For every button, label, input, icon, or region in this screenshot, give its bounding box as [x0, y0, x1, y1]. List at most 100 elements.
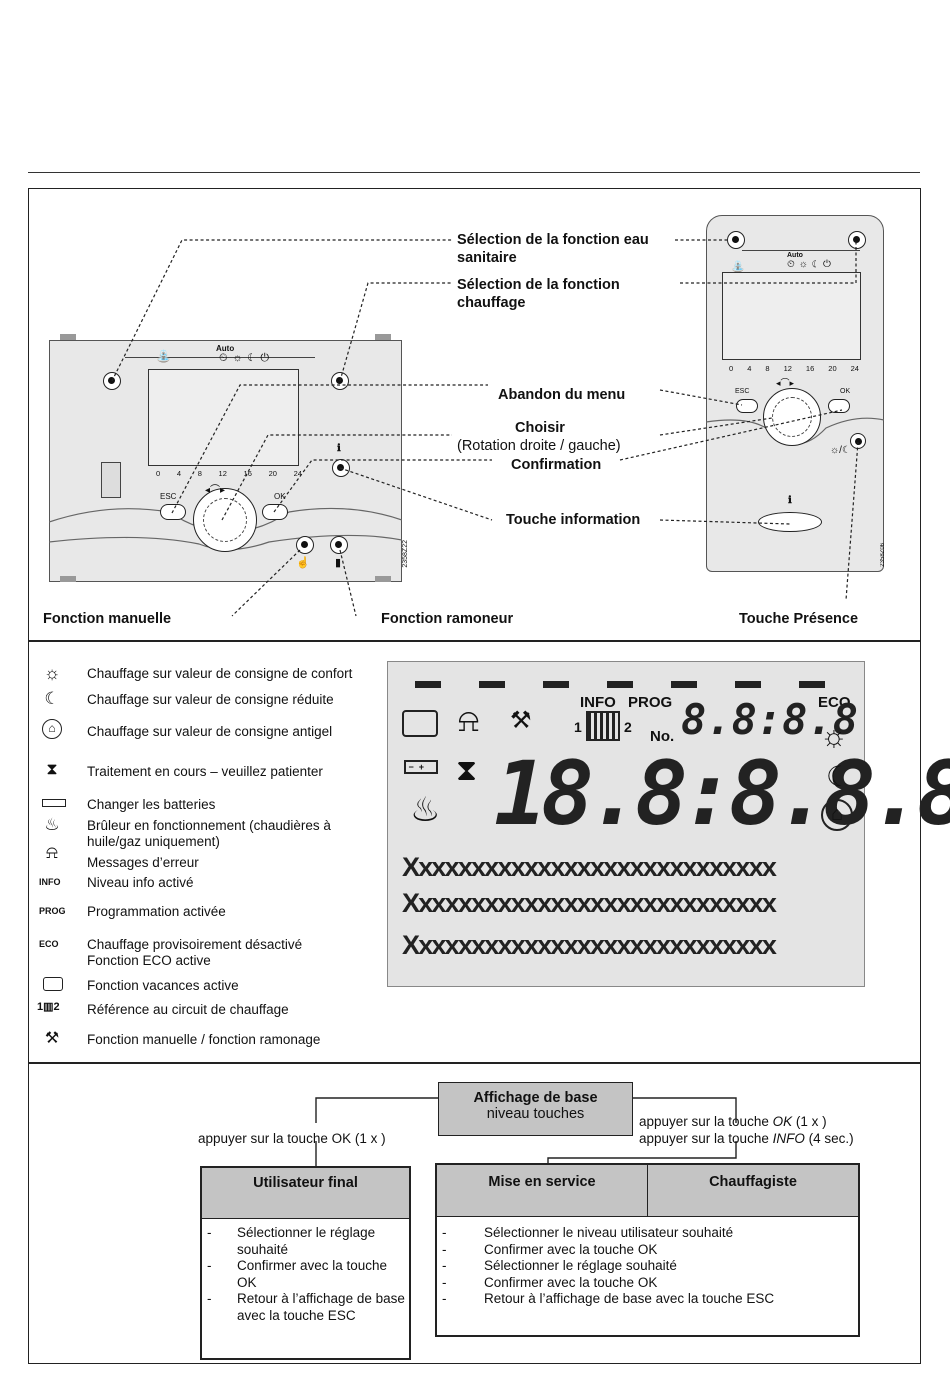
commissioning-title: Mise en service	[437, 1165, 648, 1217]
segment-bar	[671, 681, 697, 688]
lcd-prog: PROG	[628, 694, 673, 711]
list-dash: -	[442, 1291, 447, 1306]
sun-moon-icon: ☼/☾	[830, 445, 851, 456]
hint-text: appuyer sur la touche	[639, 1131, 773, 1146]
segment-bar	[735, 681, 761, 688]
end-user-box: Utilisateur final - Sélectionner le régl…	[200, 1166, 411, 1360]
legend-text: Référence au circuit de chauffage	[87, 1002, 289, 1017]
callout-presence: Touche Présence	[739, 611, 859, 627]
mode-rule-right	[742, 250, 860, 251]
professional-box: Mise en service Chauffagiste - Sélectionn…	[435, 1163, 860, 1337]
list-dash: -	[442, 1258, 447, 1273]
list-item: - Sélectionner le niveau utilisateur souh…	[442, 1225, 774, 1242]
lcd-text-row: Xxxxxxxxxxxxxxxxxxxxxxxxxxxx	[402, 930, 777, 960]
info-button-right[interactable]	[758, 512, 822, 532]
chimney-sweep-button[interactable]	[330, 536, 348, 554]
hour-tick: 24	[850, 364, 859, 373]
segment-bar	[799, 681, 825, 688]
list-dash: -	[207, 1225, 212, 1240]
list-item-text: Confirmer avec la touche OK	[484, 1274, 658, 1290]
device-tab	[375, 576, 391, 582]
hour-scale-right: 0 4 8 12 16 20 24	[729, 364, 859, 374]
legend-text: Fonction vacances active	[87, 978, 239, 993]
legend-text: Chauffage sur valeur de consigne antigel	[87, 724, 333, 739]
legend-text: Chauffage sur valeur de consigne de conf…	[87, 666, 353, 681]
list-item-text: Sélectionner le niveau utilisateur souha…	[484, 1225, 734, 1240]
heating-engineer-title: Chauffagiste	[648, 1165, 858, 1217]
legend-text: Chauffage provisoirement désactivé Fonct…	[87, 937, 303, 968]
eco-text-icon: ECO	[39, 939, 59, 949]
hour-scale: 0 4 8 12 16 20 24	[156, 469, 302, 479]
list-item-text: Confirmer avec la touche OK	[484, 1241, 658, 1257]
list-dash: -	[207, 1258, 212, 1273]
ok-hint: appuyer sur la touche OK (1 x )	[198, 1131, 386, 1146]
hour-tick: 20	[268, 469, 277, 478]
legend-text: Brûleur en fonctionnement (chaudières à …	[87, 818, 331, 849]
section-divider-1	[29, 640, 921, 642]
knob-ring-right	[772, 397, 812, 437]
list-item: Retour à l’affichage de base avec la tou…	[237, 1291, 405, 1323]
list-item-text: Sélectionner le réglage souhaité	[484, 1258, 677, 1273]
device-tab	[375, 334, 391, 340]
callout-menu-cancel: Abandon du menu	[498, 387, 626, 403]
main-digit-display: 18.8:8.8.8	[494, 742, 950, 845]
rotation-arrow-icon: ◂⌒▸	[205, 485, 226, 496]
segment-bar	[607, 681, 633, 688]
callout-choose: Choisir	[515, 420, 565, 436]
list-item: -Confirmer avec la touche OK	[442, 1242, 774, 1259]
heating-circuit-icon	[586, 711, 620, 741]
ok-button[interactable]	[262, 504, 288, 520]
dhw-button-right[interactable]	[727, 231, 745, 249]
hourglass-icon: ⧗	[46, 761, 58, 778]
hour-tick: 24	[293, 469, 302, 478]
callout-manual: Fonction manuelle	[43, 611, 172, 627]
dhw-tap-icon: ⛲	[156, 349, 171, 363]
hint-text: appuyer sur la touche	[639, 1114, 773, 1129]
hour-tick: 16	[243, 469, 252, 478]
segment-bar	[479, 681, 505, 688]
ok-button-right[interactable]	[828, 399, 850, 413]
callout-confirm: Confirmation	[511, 457, 602, 473]
device-screen-right	[722, 272, 861, 360]
legend-text: Niveau info activé	[87, 875, 194, 890]
hint-text: (4 sec.)	[804, 1131, 854, 1146]
ok-hint-right: appuyer sur la touche OK (1 x )	[639, 1113, 827, 1131]
list-item: -Retour à l’affichage de base avec la to…	[442, 1291, 774, 1308]
bell-icon: ⍾	[458, 702, 480, 738]
hourglass-icon: ⧗	[456, 754, 478, 787]
list-dash: -	[442, 1225, 447, 1240]
hour-tick: 16	[805, 364, 815, 373]
info-glyph-icon: ℹ	[337, 443, 341, 454]
info-glyph-icon-right: ℹ	[788, 495, 792, 506]
list-dash: -	[442, 1274, 447, 1290]
base-display-sub: niveau touches	[486, 1106, 585, 1122]
lcd-info: INFO	[580, 694, 616, 711]
suitcase-icon	[402, 710, 438, 737]
legend-text: Messages d’erreur	[87, 855, 199, 870]
suitcase-icon	[43, 977, 63, 991]
hour-tick: 12	[783, 364, 792, 373]
ok-label-right: OK	[840, 388, 851, 395]
antifreeze-house-icon: ⌂	[821, 799, 853, 831]
presence-button[interactable]	[850, 433, 866, 449]
lcd-display: ⍾ ⚒ INFO PROG ECO 1 2 No. 8.8:8.8 ☼ − + …	[387, 661, 950, 987]
hour-tick: 0	[729, 364, 734, 373]
esc-label-right: ESC	[735, 388, 750, 395]
end-user-title: Utilisateur final	[202, 1168, 409, 1219]
wrench-icon: ⚒	[510, 707, 532, 734]
chimney-icon: ▮	[335, 557, 342, 569]
callout-info-key: Touche information	[506, 512, 641, 528]
auto-label: Auto	[216, 344, 235, 353]
list-item: - Sélectionner le réglage souhaité	[442, 1258, 774, 1275]
section-divider-2	[29, 1062, 921, 1064]
esc-button-right[interactable]	[736, 399, 758, 413]
dhw-tap-icon-right: ⛲	[731, 261, 745, 273]
heating-mode-button-right[interactable]	[848, 231, 866, 249]
hour-tick: 0	[156, 469, 161, 478]
flame-icon: ♨	[410, 791, 441, 829]
lcd-text-row: Xxxxxxxxxxxxxxxxxxxxxxxxxxxx	[402, 852, 777, 882]
circuit-2: 2	[624, 719, 632, 735]
list-item: Sélectionner le réglage souhaité	[237, 1225, 376, 1257]
pro-steps: - Sélectionner le niveau utilisateur souh…	[442, 1225, 774, 1308]
manual-function-button[interactable]	[296, 536, 314, 554]
